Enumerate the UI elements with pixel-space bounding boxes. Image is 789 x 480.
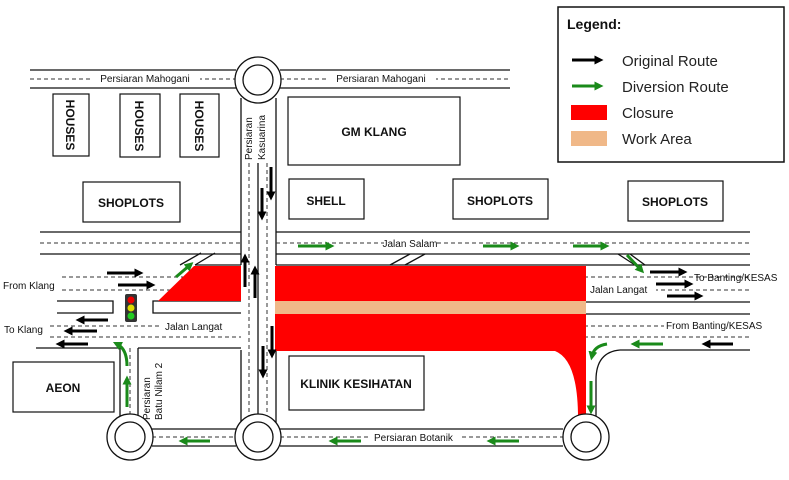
salam-label: Jalan Salam bbox=[382, 239, 437, 250]
original-route-arrows bbox=[55, 167, 733, 379]
road-persiaran-kasuarina: Persiaran Kasuarina bbox=[240, 98, 277, 424]
legend-original-route: Original Route bbox=[622, 53, 718, 70]
closure-area bbox=[158, 266, 586, 418]
kasuarina-label-1: Persiaran bbox=[244, 117, 255, 160]
houses-2: HOUSES bbox=[132, 101, 146, 152]
aeon: AEON bbox=[46, 381, 81, 395]
shoplots-mid: SHOPLOTS bbox=[467, 194, 533, 208]
road-persiaran-mahogani: Persiaran Mahogani Persiaran Mahogani bbox=[30, 69, 510, 89]
legend-diversion-route: Diversion Route bbox=[622, 79, 729, 96]
traffic-light-icon bbox=[125, 294, 137, 322]
road-jalan-langat: Jalan Langat Jalan Langat From Klang To … bbox=[3, 264, 778, 424]
buildings: HOUSES HOUSES HOUSES GM KLANG SHOPLOTS S… bbox=[12, 93, 724, 413]
road-persiaran-batu-nilam-2: Persiaran Batu Nilam 2 bbox=[119, 348, 165, 420]
langat-left-label: Jalan Langat bbox=[165, 322, 222, 333]
gm-klang: GM KLANG bbox=[341, 125, 406, 139]
work-area bbox=[275, 301, 586, 314]
road-jalan-salam: Jalan Salam bbox=[40, 231, 750, 266]
to-banting-label: To Banting/KESAS bbox=[694, 273, 778, 284]
houses-1: HOUSES bbox=[63, 100, 77, 151]
langat-right-label: Jalan Langat bbox=[590, 285, 647, 296]
houses-3: HOUSES bbox=[192, 101, 206, 152]
from-banting-label: From Banting/KESAS bbox=[666, 321, 762, 332]
to-klang-label: To Klang bbox=[4, 325, 43, 336]
shell: SHELL bbox=[306, 194, 345, 208]
mahogani-right-label: Persiaran Mahogani bbox=[336, 74, 426, 85]
legend-closure: Closure bbox=[622, 105, 674, 122]
botanik-label: Persiaran Botanik bbox=[374, 433, 454, 444]
batu-nilam-label-2: Batu Nilam 2 bbox=[154, 362, 165, 420]
klinik-kesihatan: KLINIK KESIHATAN bbox=[300, 377, 412, 391]
legend-work-area: Work Area bbox=[622, 131, 692, 148]
legend-title: Legend: bbox=[567, 16, 621, 32]
diversion-route-arrows bbox=[112, 241, 663, 446]
kasuarina-label-2: Kasuarina bbox=[257, 115, 268, 160]
roundabouts bbox=[106, 56, 610, 461]
from-klang-label: From Klang bbox=[3, 281, 55, 292]
batu-nilam-label-1: Persiaran bbox=[142, 377, 153, 420]
mahogani-left-label: Persiaran Mahogani bbox=[100, 74, 190, 85]
shoplots-right: SHOPLOTS bbox=[642, 195, 708, 209]
road-persiaran-botanik: Persiaran Botanik bbox=[152, 428, 563, 447]
legend: Legend: Original Route Diversion Route C… bbox=[557, 6, 785, 163]
shoplots-left: SHOPLOTS bbox=[98, 196, 164, 210]
